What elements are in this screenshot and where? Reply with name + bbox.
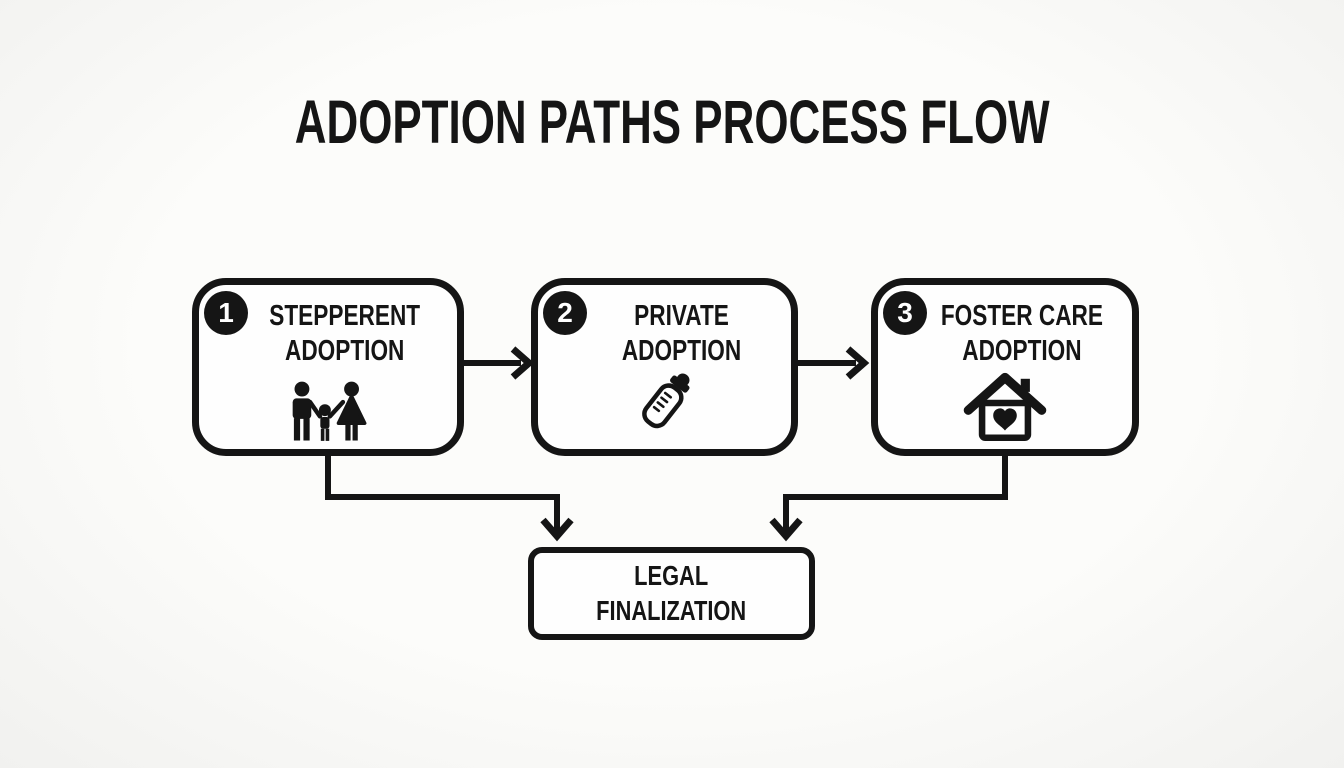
step-node-stepparent-adoption: 1 STEPPERENT ADOPTION	[192, 278, 464, 456]
step-number: 2	[557, 297, 573, 328]
step-number-badge: 3	[883, 291, 927, 335]
final-node-label: LEGAL FINALIZATION	[596, 560, 747, 626]
step-label: PRIVATE ADOPTION	[621, 300, 742, 367]
arrowhead-step1-to-final	[540, 517, 574, 542]
page-title-text: ADOPTION PATHS PROCESS FLOW	[294, 88, 1050, 156]
step-number-badge: 2	[543, 291, 587, 335]
step-node-foster-care-adoption: 3 FOSTER CARE ADOPTION	[871, 278, 1139, 456]
page-title: ADOPTION PATHS PROCESS FLOW	[0, 92, 1344, 153]
arrowhead-step1-to-step2	[510, 346, 535, 380]
step-node-private-adoption: 2 PRIVATE ADOPTION	[531, 278, 798, 456]
step-label: STEPPERENT ADOPTION	[269, 300, 421, 367]
house-heart-icon	[878, 367, 1132, 443]
step-number: 3	[897, 297, 913, 328]
family-icon	[199, 381, 457, 443]
arrowhead-step2-to-step3	[845, 346, 870, 380]
connector-step3-to-final	[783, 450, 1008, 531]
step-number: 1	[218, 297, 234, 328]
step-label: FOSTER CARE ADOPTION	[940, 300, 1104, 367]
step-number-badge: 1	[204, 291, 248, 335]
connector-step1-to-final	[325, 450, 560, 531]
arrowhead-step3-to-final	[769, 517, 803, 542]
final-node-legal-finalization: LEGAL FINALIZATION	[528, 547, 815, 640]
baby-bottle-icon	[538, 363, 791, 443]
